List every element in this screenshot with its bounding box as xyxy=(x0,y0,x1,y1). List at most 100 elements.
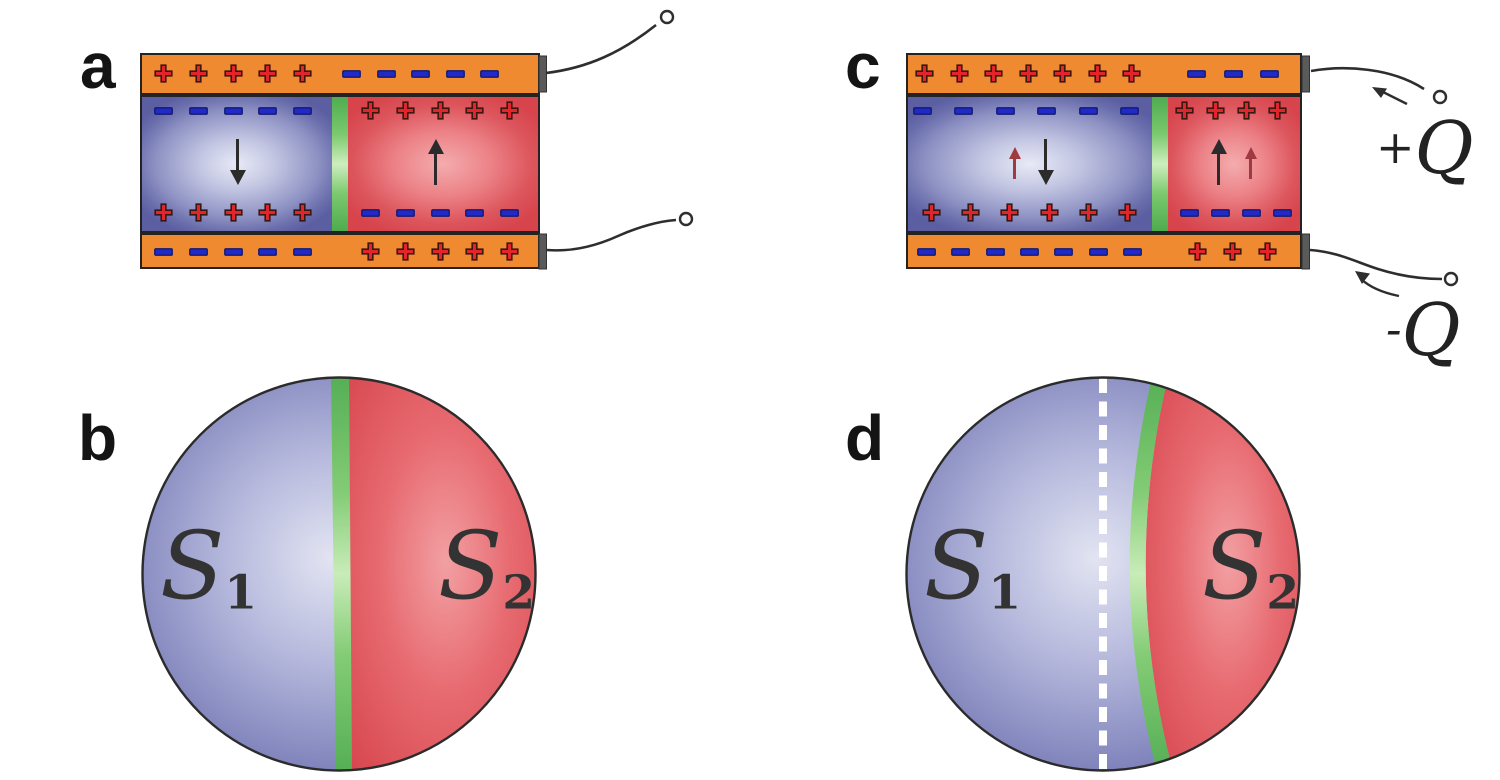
panel-c-domain-wall xyxy=(1152,97,1168,231)
plus-charge-icon xyxy=(465,242,484,261)
plus-charge-icon xyxy=(922,203,941,222)
minus-charge-icon xyxy=(430,208,450,217)
plus-charge-icon xyxy=(293,64,312,83)
panel-a-label: a xyxy=(80,30,116,102)
minus-charge-icon xyxy=(985,247,1005,256)
plus-charge-icon xyxy=(465,101,484,120)
minus-charge-icon xyxy=(917,247,936,256)
sphere-b-domain-wall xyxy=(331,378,352,770)
sphere-d-s1-label: S1 xyxy=(924,520,1021,617)
plus-charge-icon xyxy=(1087,64,1107,83)
minus-charge-icon xyxy=(913,106,932,115)
minus-charge-icon xyxy=(1088,247,1108,256)
minus-charge-icon xyxy=(154,247,173,256)
minus-charge-icon xyxy=(1037,106,1057,115)
panel-a-capacitor xyxy=(140,53,540,269)
sphere-d-domain-s2 xyxy=(1145,378,1299,770)
charge-row-minus xyxy=(1180,203,1292,222)
charge-row-minus xyxy=(917,242,1142,261)
panel-b-label: b xyxy=(78,402,118,474)
panel-a-top-terminal xyxy=(538,55,547,93)
panel-c-label: c xyxy=(845,30,881,102)
plus-charge-icon xyxy=(361,101,380,120)
minus-charge-icon xyxy=(376,69,396,78)
minus-charge-icon xyxy=(411,69,430,78)
minus-charge-icon xyxy=(1223,69,1243,78)
minus-charge-icon xyxy=(1211,208,1230,217)
charge-row-minus xyxy=(154,101,312,120)
polarization-down-arrow xyxy=(1037,139,1054,185)
plus-charge-icon xyxy=(1122,64,1141,83)
minus-charge-icon xyxy=(465,208,485,217)
plus-charge-icon xyxy=(1079,203,1098,222)
charge-row-minus xyxy=(342,64,499,83)
wire-end-terminal-circle xyxy=(678,211,694,227)
plus-charge-icon xyxy=(189,203,208,222)
minus-charge-icon xyxy=(1054,247,1074,256)
plus-charge-icon xyxy=(396,242,415,261)
minus-charge-icon xyxy=(258,247,278,256)
charge-row-plus xyxy=(361,101,519,120)
panel-a-domain-wall xyxy=(332,97,348,231)
charge-row-plus xyxy=(361,242,519,261)
sphere-b-outline xyxy=(141,376,537,772)
minus-charge-icon xyxy=(995,106,1015,115)
plus-charge-icon xyxy=(223,64,243,83)
s2-base: S xyxy=(1202,512,1267,621)
plus-charge-icon xyxy=(1258,242,1277,261)
plus-charge-icon xyxy=(1223,242,1242,261)
charge-row-plus xyxy=(154,64,312,83)
polarization-up-arrow xyxy=(1210,139,1227,185)
plus-charge-icon xyxy=(258,64,277,83)
sphere-d-s2-label: S2 xyxy=(1202,520,1299,617)
charge-flow-arrow-bottom xyxy=(1355,271,1400,298)
wire-end-terminal-circle xyxy=(1443,271,1459,287)
minus-charge-icon xyxy=(1242,208,1261,217)
minus-charge-icon xyxy=(1260,69,1279,78)
polarization-switching-up-arrow xyxy=(1242,147,1259,179)
sphere-b-s2-label: S2 xyxy=(438,520,535,617)
q-symbol: Q xyxy=(1401,288,1461,372)
minus-charge-icon xyxy=(361,208,380,217)
panel-c-bottom-wire xyxy=(1309,248,1459,287)
wire-end-terminal-circle xyxy=(1432,89,1448,105)
plus-charge-icon xyxy=(1268,101,1287,120)
s2-subscript: 2 xyxy=(502,565,536,621)
panel-b-sphere xyxy=(141,376,537,772)
minus-charge-icon xyxy=(188,247,208,256)
charge-row-plus xyxy=(154,203,312,222)
minus-q-charge-label: -Q xyxy=(1386,294,1461,366)
plus-charge-icon xyxy=(915,64,934,83)
charge-row-minus xyxy=(361,203,519,222)
minus-charge-icon xyxy=(1180,208,1199,217)
minus-charge-icon xyxy=(1020,247,1039,256)
sphere-b-domain-s2 xyxy=(342,378,535,770)
charge-row-plus xyxy=(922,203,1137,222)
plus-charge-icon xyxy=(500,101,519,120)
minus-charge-icon xyxy=(1120,106,1139,115)
minus-charge-icon xyxy=(1187,69,1206,78)
panel-c-domain-s1 xyxy=(908,97,1152,231)
charge-row-plus xyxy=(915,64,1141,83)
plus-sign: + xyxy=(1376,119,1415,174)
sphere-b-s1-label: S1 xyxy=(160,520,257,617)
charge-row-minus xyxy=(913,101,1139,120)
charge-row-plus xyxy=(1188,242,1277,261)
panel-c-capacitor xyxy=(906,53,1302,269)
plus-charge-icon xyxy=(500,242,519,261)
panel-a-bottom-wire xyxy=(546,211,694,252)
s2-base: S xyxy=(438,512,503,621)
panel-c-top-wire xyxy=(1310,66,1448,105)
plus-charge-icon xyxy=(430,101,450,120)
plus-charge-icon xyxy=(293,203,312,222)
minus-charge-icon xyxy=(188,106,208,115)
minus-charge-icon xyxy=(223,247,243,256)
plus-charge-icon xyxy=(949,64,969,83)
panel-a-top-wire xyxy=(545,9,675,75)
plus-charge-icon xyxy=(258,203,277,222)
s1-subscript: 1 xyxy=(988,565,1022,621)
minus-charge-icon xyxy=(395,208,415,217)
plus-q-charge-label: +Q xyxy=(1376,112,1474,184)
minus-charge-icon xyxy=(1273,208,1292,217)
